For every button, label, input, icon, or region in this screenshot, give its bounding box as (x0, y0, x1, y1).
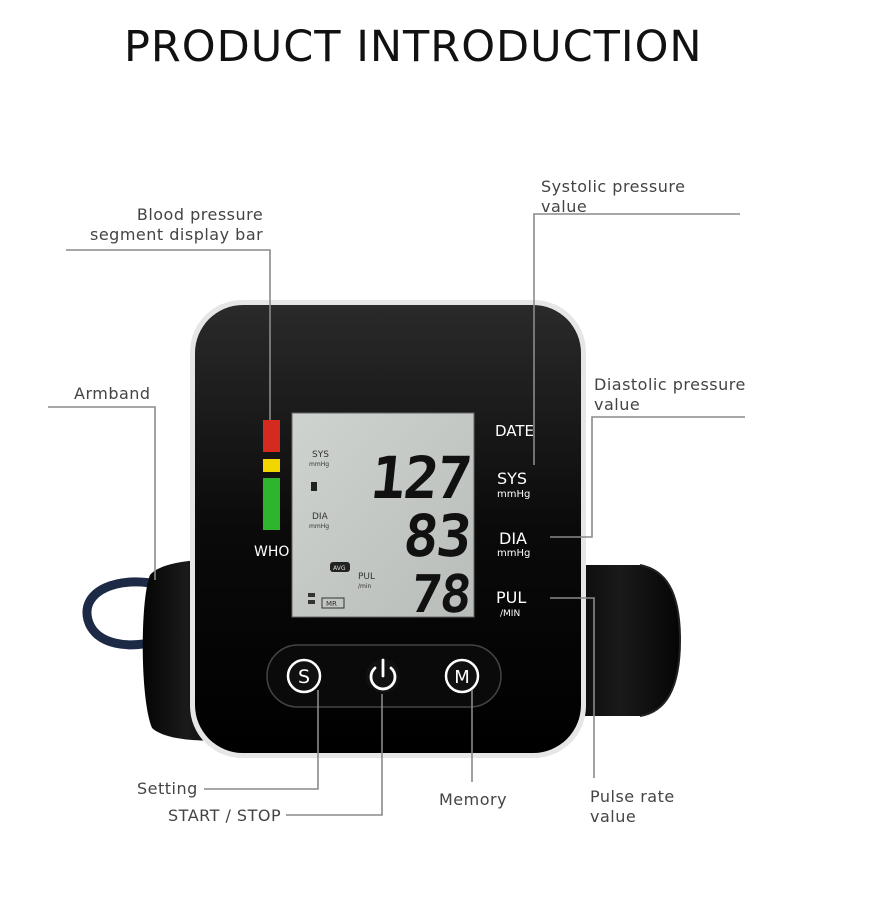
power-icon (369, 658, 397, 691)
pulse-callout-label: Pulse rate value (590, 787, 675, 827)
segment-bar-red (263, 420, 280, 452)
pulse-callout-line1: Pulse rate (590, 787, 675, 806)
setting-callout-label: Setting (137, 779, 198, 798)
callout-lines (48, 213, 745, 816)
systolic-callout-line1: Systolic pressure (541, 177, 686, 196)
diastolic-callout-line1: Diastolic pressure (594, 375, 746, 394)
armband-right (560, 565, 680, 716)
armband-callout-label: Armband (74, 384, 151, 403)
segment-bar-callout-label: Blood pressure segment display bar (90, 205, 263, 245)
diastolic-callout-label: Diastolic pressure value (594, 375, 746, 415)
callout-line-systolic (533, 213, 740, 465)
lcd-pulse-value: 78 (408, 565, 473, 625)
date-label: DATE (495, 422, 534, 440)
systolic-callout-label: Systolic pressure value (541, 177, 685, 217)
callout-line-setting (204, 690, 319, 790)
start-stop-button[interactable] (366, 658, 400, 693)
callout-line-diastolic (550, 416, 745, 538)
lcd-mr-label: MR (326, 600, 337, 608)
callout-line-pulse (550, 597, 595, 778)
sys-unit-label: mmHg (497, 489, 530, 500)
lcd-user-icon (311, 482, 317, 491)
lcd-battery-icon (308, 593, 315, 597)
lcd-systolic-value: 127 (367, 444, 473, 512)
pul-label: PUL (496, 588, 526, 607)
lcd-pul-unit: /min (358, 583, 372, 590)
segment-bar-callout-line2: segment display bar (90, 225, 264, 244)
pul-unit-label: /MIN (500, 609, 520, 619)
callout-line-segment-bar (66, 249, 271, 420)
diastolic-callout-line2: value (594, 395, 641, 414)
segment-bar-callout-line1: Blood pressure (136, 205, 264, 224)
callout-line-armband (48, 406, 156, 580)
setting-button-label: S (298, 666, 310, 688)
callout-line-start-stop (286, 694, 383, 816)
lcd-dia-label: DIA (312, 512, 329, 522)
page-title: PRODUCT INTRODUCTION (124, 22, 703, 72)
systolic-callout-line2: value (541, 197, 588, 216)
dia-label: DIA (499, 529, 527, 548)
memory-callout-label: Memory (439, 790, 508, 809)
air-hose (82, 577, 165, 650)
lcd-diastolic-value: 83 (400, 502, 473, 570)
who-label: WHO (254, 544, 289, 560)
lcd-avg-label: AVG (333, 565, 346, 572)
dia-unit-label: mmHg (497, 548, 530, 559)
pulse-callout-line2: value (590, 807, 637, 826)
lcd-screen (291, 412, 475, 618)
lcd-sys-unit: mmHg (309, 461, 329, 468)
lcd-pul-label: PUL (358, 572, 375, 582)
segment-bar-yellow (263, 459, 280, 472)
sys-label: SYS (497, 469, 527, 488)
segment-bar-green (263, 478, 280, 530)
memory-button-label: M (454, 667, 470, 688)
lcd-dia-unit: mmHg (309, 523, 329, 530)
start-stop-callout-label: START / STOP (168, 806, 282, 825)
setting-button[interactable]: S (286, 658, 322, 694)
lcd-sys-label: SYS (312, 450, 329, 460)
memory-button[interactable]: M (444, 658, 480, 694)
